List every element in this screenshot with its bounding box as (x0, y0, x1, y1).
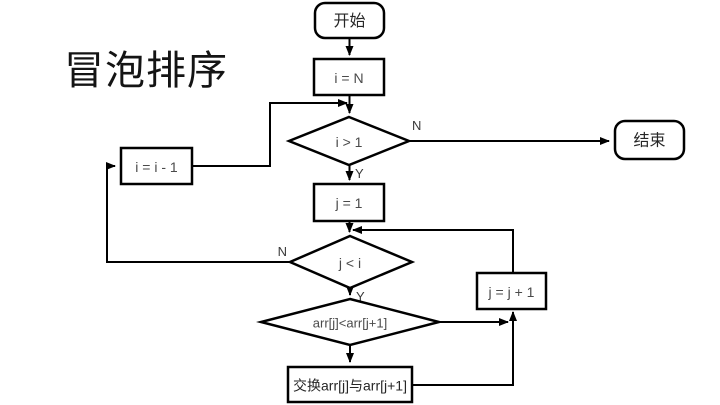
node-swap: 交换arr[j]与arr[j+1] (286, 365, 414, 404)
start-label: 开始 (333, 12, 365, 30)
edge-inc-j-loop-to-cond-j (352, 226, 514, 273)
node-end: 结束 (613, 119, 686, 161)
node-cond-i: i > 1 (285, 115, 413, 167)
edge-dec-i-loop-to-cond-i (192, 99, 348, 167)
dec-i-label: i = i - 1 (135, 159, 178, 175)
node-start: 开始 (313, 1, 386, 40)
cond-arr-label: arr[j]<arr[j+1] (313, 316, 387, 331)
cond-j-shape (286, 234, 416, 290)
init-j-label: j = 1 (335, 195, 363, 211)
dec-i-shape (119, 146, 194, 186)
cond-j-label: j < i (338, 255, 361, 271)
page-title: 冒泡排序 (64, 49, 228, 93)
inc-j-shape (475, 271, 548, 311)
cond-i-shape (285, 115, 413, 167)
inc-j-label: j = j + 1 (488, 284, 535, 300)
swap-label: 交换arr[j]与arr[j+1] (293, 378, 407, 394)
branch-label-cond-i-yes: Y (355, 166, 364, 181)
start-shape (313, 1, 386, 40)
node-init-i: i = N (312, 57, 386, 97)
end-shape (613, 119, 686, 161)
init-i-shape (312, 57, 386, 97)
swap-shape (286, 365, 414, 404)
init-j-shape (312, 182, 386, 223)
node-inc-j: j = j + 1 (475, 271, 548, 311)
node-dec-i: i = i - 1 (119, 146, 194, 186)
init-i-label: i = N (334, 70, 363, 86)
branch-label-cond-j-no: N (278, 244, 287, 259)
edge-swap-to-inc-j (412, 311, 517, 386)
cond-arr-shape (256, 297, 444, 347)
node-init-j: j = 1 (312, 182, 386, 223)
end-label: 结束 (633, 132, 665, 150)
node-cond-arr: arr[j]<arr[j+1] (256, 297, 444, 347)
cond-i-label: i > 1 (336, 134, 363, 150)
edge-cond-j-no-to-dec-i (106, 162, 290, 263)
branch-label-cond-j-yes: Y (356, 289, 365, 304)
branch-label-cond-i-no: N (412, 118, 421, 133)
node-cond-j: j < i (286, 234, 416, 290)
